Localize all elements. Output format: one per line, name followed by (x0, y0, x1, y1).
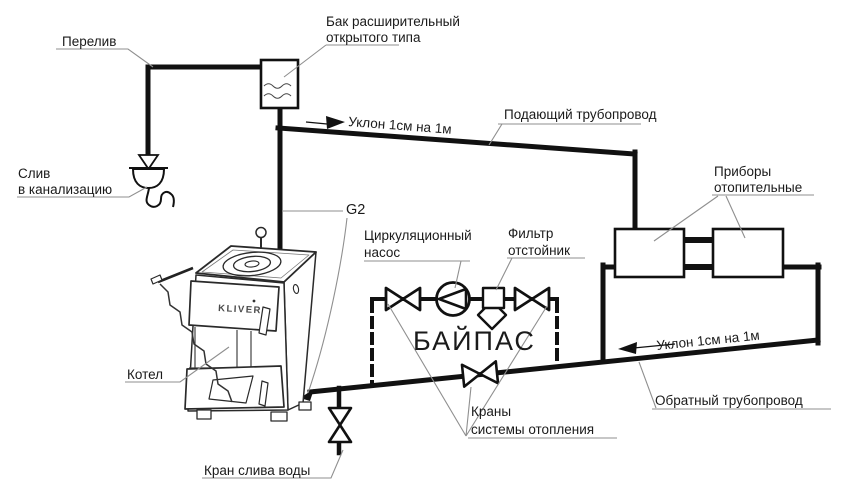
tank-leader (283, 44, 399, 78)
leader-lines (17, 44, 831, 479)
sewer-label-line2: в канализацию (18, 182, 112, 197)
return-line-valve-icon (460, 360, 500, 388)
overflow-pipe (145, 64, 264, 159)
boiler-icon (150, 226, 317, 422)
funnel-siphon (145, 187, 175, 208)
valves-label-line2: системы отопления (471, 422, 594, 437)
g2-leader (282, 210, 348, 394)
boiler-upper-door (188, 280, 280, 332)
supply-pipe-sloped (275, 125, 638, 157)
boiler-hotplate-icon (222, 251, 282, 277)
boiler-brand-label: KLIVER (218, 303, 262, 316)
filter-icon (476, 286, 508, 331)
flow-arrows (305, 116, 676, 354)
expansion-tank-icon (259, 58, 300, 110)
tank-label-line2: открытого типа (326, 30, 421, 45)
drain-valve-label: Кран слива воды (204, 463, 310, 478)
radiator-1-icon (613, 227, 686, 279)
overflow-leader (56, 48, 154, 68)
boiler-door-handle (258, 306, 271, 336)
bypass-right-valve-icon (513, 286, 551, 312)
pump-label-line2: насос (364, 245, 400, 260)
radiator-2-icon (711, 227, 785, 279)
pump-label-line1: Циркуляционный (364, 228, 472, 243)
brand-dot (252, 299, 256, 303)
boiler-ash-flap (208, 375, 254, 404)
funnel-arrow-icon (137, 154, 160, 171)
boiler-chain-icon (159, 283, 233, 403)
tank-label-line1: Бак расширительный (326, 14, 460, 29)
valves-label-line1: Краны (471, 404, 511, 419)
heaters-label-line1: Приборы (714, 164, 771, 179)
bypass-left-valve-icon (384, 286, 422, 312)
return-label-leader (638, 361, 831, 410)
overflow-label: Перелив (62, 34, 116, 49)
return-pipe-label: Обратный трубопровод (655, 393, 803, 408)
boiler-knob-icon (255, 226, 267, 239)
return-flow-arrow-icon (633, 343, 676, 349)
heaters-label-line2: отопительные (714, 180, 802, 195)
supply-label-leader (488, 123, 641, 146)
filter-label-line1: Фильтр (508, 226, 553, 241)
valves-label-leader (387, 303, 617, 439)
filter-label-leader (495, 257, 585, 291)
supply-flow-arrow-icon (305, 121, 328, 125)
funnel-bowl (131, 168, 166, 190)
heaters-leader (653, 194, 814, 242)
boiler-feet (196, 401, 312, 422)
return-pipe-sloped (307, 337, 821, 395)
boiler-draft-lever (157, 266, 194, 284)
g2-label: G2 (346, 202, 365, 218)
pump-label-leader (364, 260, 470, 289)
sewer-leader (17, 186, 148, 198)
boiler-label: Котел (127, 367, 163, 382)
sewer-funnel-icon (129, 154, 175, 208)
boiler-label-leader (125, 346, 230, 383)
drain-valve-icon (327, 406, 353, 444)
bypass-label: БАЙПАС (413, 325, 536, 356)
circulation-pump-icon (435, 281, 471, 317)
radiators (613, 227, 785, 279)
sewer-label-line1: Слив (18, 166, 50, 181)
filter-label-line2: отстойник (508, 243, 570, 258)
supply-pipe-label: Подающий трубопровод (504, 107, 657, 122)
drain-valve-label-leader (202, 449, 344, 479)
